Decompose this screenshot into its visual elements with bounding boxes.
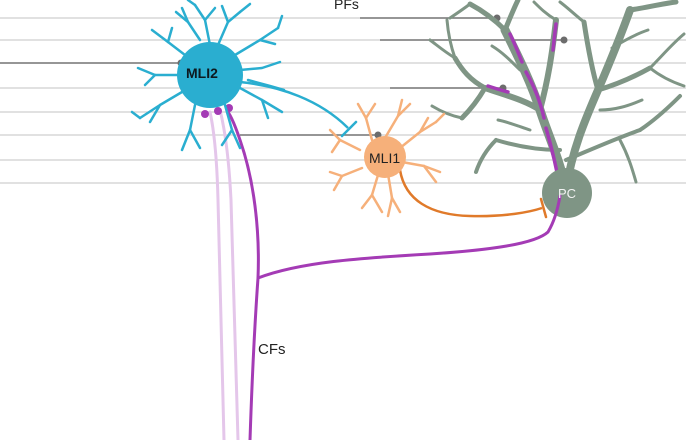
parallel-fibers-label: PFs [334,0,359,12]
parallel-fiber-contacts [0,17,564,136]
mli2-soma [177,42,243,108]
mli1-label: MLI1 [369,150,401,166]
mli2-dendrites [130,0,286,152]
purkinje-cell-soma [542,168,592,218]
climbing-fiber-main [226,110,562,440]
mli2-label: MLI2 [186,65,218,81]
purkinje-cell-label: PC [558,186,577,201]
climbing-fiber-on-dendrites [486,22,562,190]
mli1-soma [364,136,406,178]
climbing-fibers-label: CFs [258,341,286,358]
mli2-inhibitory-terminal [340,120,358,138]
mli1-inhibitory-terminal [539,197,548,219]
mli1-dendrites [328,98,446,218]
parallel-fibers [0,17,686,184]
purkinje-cell-dendrites [428,0,686,195]
mli1-to-pc-axon [398,169,543,218]
mli2-to-mli1-axon [239,80,349,129]
